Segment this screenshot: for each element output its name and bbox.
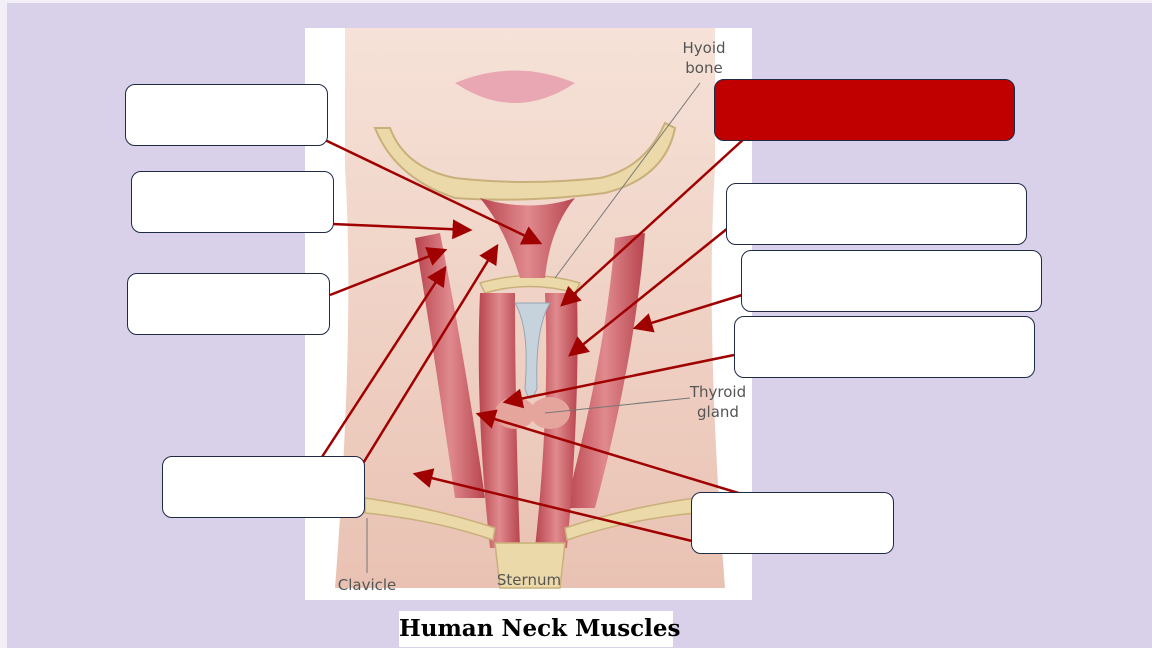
label-box-6[interactable] [726, 183, 1027, 245]
hyoid-bone-text: Hyoid bone [682, 39, 726, 77]
right-scm-muscle [565, 233, 645, 508]
sternum-text: Sternum [496, 571, 562, 589]
leader-arrow-9b [475, 409, 746, 497]
label-box-3[interactable] [127, 273, 330, 335]
clavicle-text: Clavicle [337, 576, 397, 594]
leader-arrow-9a [412, 468, 693, 543]
leader-arrow-3 [329, 247, 448, 297]
leader-arrow-5 [560, 137, 746, 307]
left-clavicle [364, 497, 496, 541]
thyroid-right-lobe [530, 397, 570, 429]
leader-arrow-7 [632, 293, 743, 333]
leader-arrow-4b [360, 243, 499, 466]
label-box-1[interactable] [125, 84, 328, 146]
diagram-caption: Human Neck Muscles [399, 611, 680, 647]
label-box-8[interactable] [734, 316, 1035, 378]
hyoid-leader-line [554, 82, 701, 279]
label-box-2[interactable] [131, 171, 334, 233]
leader-arrow-4a [318, 265, 447, 461]
left-scm-muscle [415, 233, 485, 498]
leader-arrow-2 [331, 219, 473, 240]
label-box-9[interactable] [691, 492, 894, 554]
lips-shape [455, 70, 575, 103]
mandible-bone [373, 121, 677, 201]
leader-arrow-6 [568, 227, 729, 357]
thyroid-leader-line [544, 397, 691, 414]
sternum-bone [494, 542, 566, 589]
label-box-4[interactable] [162, 456, 365, 518]
leader-arrow-1 [324, 138, 543, 245]
label-box-7[interactable] [741, 250, 1042, 312]
thyroid-gland-text: Thyroid gland [689, 383, 747, 421]
leader-arrow-8 [502, 353, 735, 409]
label-box-5-highlighted[interactable] [714, 79, 1015, 141]
